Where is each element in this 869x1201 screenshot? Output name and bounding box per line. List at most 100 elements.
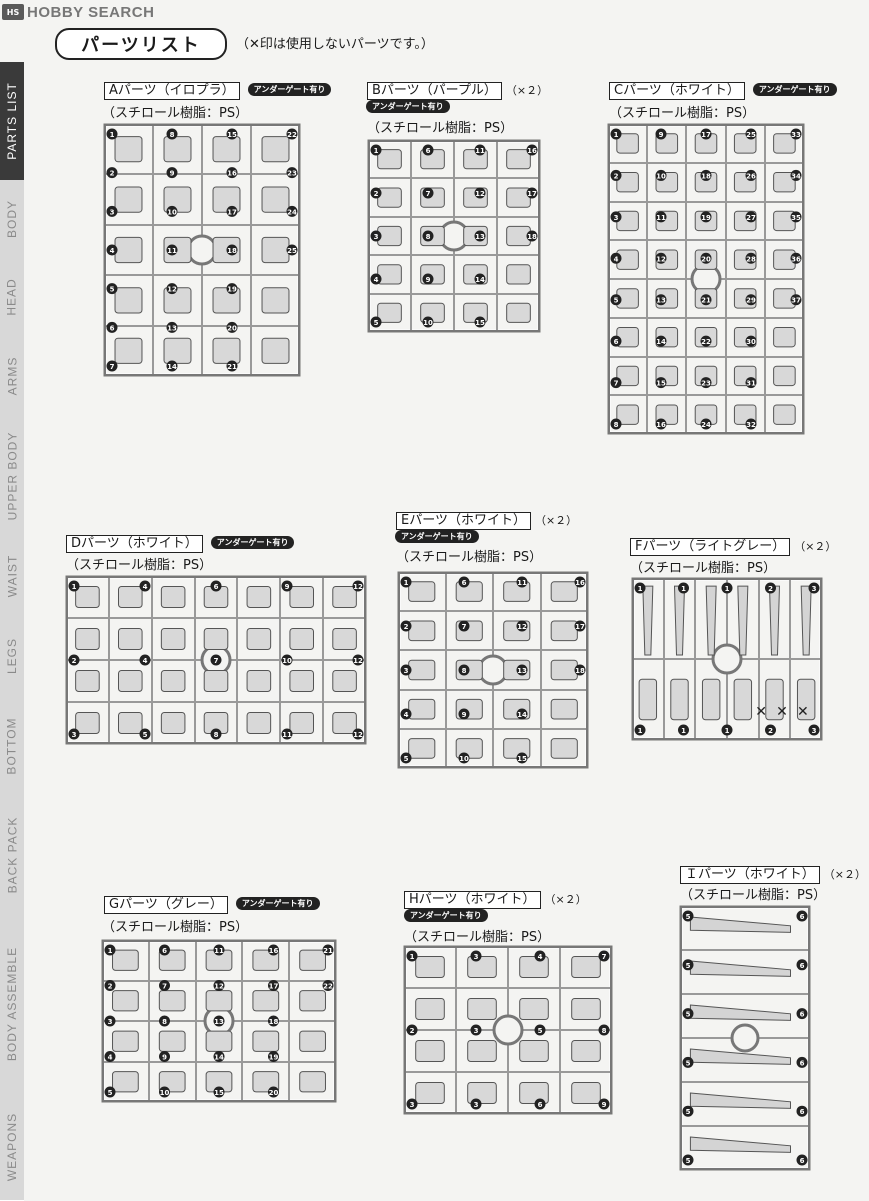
part-number-marker: 21 bbox=[226, 360, 238, 372]
part-number-marker: 12 bbox=[352, 580, 364, 592]
part-number-marker: 15 bbox=[226, 128, 238, 140]
part-number-marker: 4 bbox=[139, 580, 151, 592]
part-number-marker: 16 bbox=[526, 144, 538, 156]
part-number-marker: 19 bbox=[700, 211, 712, 223]
runner-material: （スチロール樹脂：PS） bbox=[102, 920, 249, 935]
part-number-marker: 25 bbox=[286, 244, 298, 256]
part-number-marker: 17 bbox=[268, 980, 279, 991]
tab-legs[interactable]: LEGS bbox=[0, 616, 24, 697]
runner-c-frame: 1234567891011121314151617181920212223242… bbox=[607, 123, 805, 435]
svg-text:7: 7 bbox=[426, 190, 431, 198]
svg-text:22: 22 bbox=[323, 983, 333, 991]
svg-text:1: 1 bbox=[638, 727, 643, 735]
part-number-marker: 18 bbox=[226, 244, 238, 256]
svg-text:4: 4 bbox=[614, 255, 619, 263]
svg-text:1: 1 bbox=[681, 585, 686, 593]
part-number-marker: 37 bbox=[790, 294, 802, 306]
part-number-marker: 23 bbox=[286, 167, 298, 179]
svg-text:11: 11 bbox=[282, 731, 292, 739]
runner-qty: （×２） bbox=[794, 540, 837, 553]
svg-text:6: 6 bbox=[462, 579, 467, 587]
tab-bottom[interactable]: BOTTOM bbox=[0, 696, 24, 797]
svg-text:16: 16 bbox=[575, 579, 585, 587]
svg-text:1: 1 bbox=[725, 727, 730, 735]
svg-text:3: 3 bbox=[72, 731, 77, 739]
tab-body[interactable]: BODY bbox=[0, 180, 24, 259]
svg-text:18: 18 bbox=[527, 233, 537, 241]
tab-head[interactable]: HEAD bbox=[0, 258, 24, 337]
part-number-marker: 30 bbox=[745, 335, 757, 347]
svg-text:12: 12 bbox=[517, 623, 527, 631]
svg-text:20: 20 bbox=[269, 1089, 279, 1097]
svg-text:11: 11 bbox=[214, 947, 224, 955]
tab-back-pack[interactable]: BACK PACK bbox=[0, 796, 24, 915]
svg-text:6: 6 bbox=[538, 1101, 543, 1109]
part-number-marker: 16 bbox=[655, 418, 667, 430]
svg-text:14: 14 bbox=[656, 338, 666, 346]
svg-text:14: 14 bbox=[517, 711, 527, 719]
svg-text:17: 17 bbox=[527, 190, 537, 198]
svg-text:10: 10 bbox=[160, 1089, 170, 1097]
part-number-marker: 1 bbox=[68, 580, 80, 592]
part-number-marker: 6 bbox=[796, 1056, 808, 1068]
part-number-marker: 7 bbox=[106, 360, 118, 372]
svg-text:1: 1 bbox=[614, 131, 619, 139]
svg-text:30: 30 bbox=[746, 338, 756, 346]
svg-text:3: 3 bbox=[474, 1101, 479, 1109]
unused-parts-note: （✕印は使用しないパーツです。） bbox=[236, 37, 434, 52]
part-number-marker: 33 bbox=[790, 128, 802, 140]
part-number-marker: 3 bbox=[104, 1015, 116, 1027]
tab-weapons[interactable]: WEAPONS bbox=[0, 1094, 24, 1201]
svg-text:23: 23 bbox=[287, 170, 297, 178]
part-number-marker: 17 bbox=[700, 128, 712, 140]
part-number-marker: 5 bbox=[682, 959, 694, 971]
svg-text:4: 4 bbox=[404, 711, 409, 719]
part-number-marker: 25 bbox=[745, 128, 757, 140]
svg-text:13: 13 bbox=[517, 667, 527, 675]
runner-qty: （×２） bbox=[823, 868, 866, 881]
tab-waist[interactable]: WAIST bbox=[0, 536, 24, 617]
part-number-marker: 8 bbox=[166, 128, 178, 140]
part-number-marker: 5 bbox=[534, 1024, 546, 1036]
part-number-marker: 2 bbox=[610, 169, 622, 181]
svg-text:6: 6 bbox=[162, 947, 167, 955]
part-number-marker: 21 bbox=[700, 294, 712, 306]
svg-text:5: 5 bbox=[404, 755, 409, 763]
svg-text:17: 17 bbox=[575, 623, 585, 631]
svg-text:1: 1 bbox=[72, 583, 77, 591]
part-number-marker: 2 bbox=[68, 654, 80, 666]
undergate-badge: アンダーゲート有り bbox=[210, 536, 295, 549]
tab-body-assemble[interactable]: BODY ASSEMBLE bbox=[0, 914, 24, 1095]
part-number-marker: 15 bbox=[474, 316, 486, 328]
part-number-marker: 4 bbox=[610, 252, 622, 264]
runner-name: Hパーツ（ホワイト） bbox=[404, 891, 541, 909]
part-number-marker: 20 bbox=[226, 321, 238, 333]
tab-parts-list[interactable]: PARTS LIST bbox=[0, 62, 24, 181]
svg-text:6: 6 bbox=[110, 324, 115, 332]
part-number-marker: 8 bbox=[210, 728, 222, 740]
svg-text:4: 4 bbox=[374, 276, 379, 284]
svg-text:25: 25 bbox=[287, 247, 297, 255]
part-number-marker: 6 bbox=[534, 1098, 546, 1110]
runner-name: Ｉパーツ（ホワイト） bbox=[680, 866, 820, 884]
part-number-marker: 15 bbox=[516, 752, 528, 764]
svg-text:16: 16 bbox=[227, 170, 237, 178]
part-number-marker: 11 bbox=[655, 211, 667, 223]
part-number-marker: 1 bbox=[610, 128, 622, 140]
tab-upper-body[interactable]: UPPER BODY bbox=[0, 416, 24, 537]
part-number-marker: 6 bbox=[610, 335, 622, 347]
tab-arms[interactable]: ARMS bbox=[0, 336, 24, 417]
svg-text:35: 35 bbox=[791, 214, 801, 222]
part-number-marker: 29 bbox=[745, 294, 757, 306]
part-number-marker: 22 bbox=[286, 128, 298, 140]
part-number-marker: 22 bbox=[700, 335, 712, 347]
svg-text:13: 13 bbox=[656, 297, 666, 305]
svg-text:1: 1 bbox=[108, 947, 113, 955]
svg-text:9: 9 bbox=[462, 711, 467, 719]
part-number-marker: 6 bbox=[106, 321, 118, 333]
part-number-marker: 15 bbox=[655, 377, 667, 389]
